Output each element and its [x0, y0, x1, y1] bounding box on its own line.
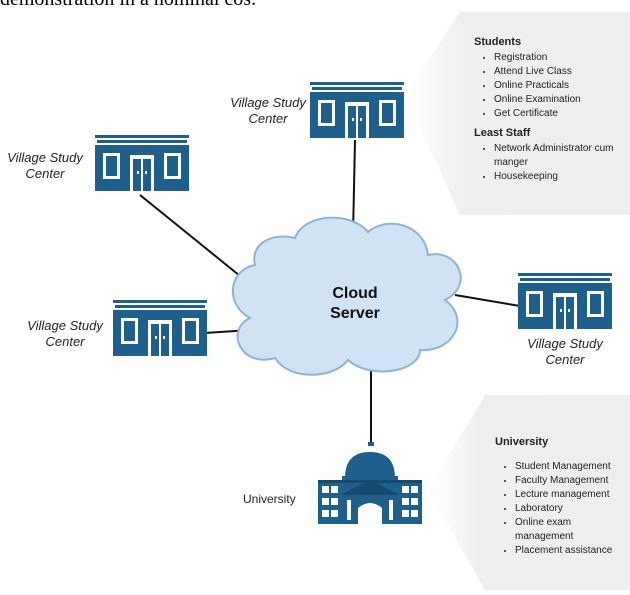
village-building-top-icon — [310, 82, 404, 138]
village-center-label-top: Village Study Center — [230, 95, 306, 126]
students-title: Students — [474, 36, 522, 48]
village-center-label-left-upper: Village Study Center — [7, 150, 83, 181]
university-list-item: Online exam management — [515, 516, 630, 544]
link-top — [352, 139, 356, 236]
university-list-item: Student Management — [515, 460, 630, 474]
cloud-shape — [232, 216, 462, 376]
university-list-item: Lecture management — [515, 488, 630, 502]
staff-list: Network Administrator cum mangerHousekee… — [474, 142, 624, 184]
university-building-icon — [318, 442, 422, 524]
staff-title: Least Staff — [474, 127, 531, 139]
university-panel-shape — [428, 395, 630, 590]
students-list: RegistrationAttend Live ClassOnline Prac… — [474, 51, 624, 121]
village-building-left-lower-icon — [113, 300, 207, 356]
link-left-upper — [139, 194, 246, 281]
village-center-label-left-lower: Village Study Center — [27, 318, 103, 349]
university-list-item: Placement assistance — [515, 544, 630, 558]
cloud-server-label: Cloud Server — [330, 285, 380, 322]
students-list-item: Online Examination — [494, 93, 624, 107]
staff-list-item: Network Administrator cum manger — [494, 142, 624, 170]
university-panel: University Student ManagementFaculty Man… — [495, 436, 630, 564]
students-list-item: Get Certificate — [494, 107, 624, 121]
village-building-left-upper-icon — [95, 135, 189, 191]
village-center-label-right: Village Study Center — [527, 336, 603, 367]
university-list-item: Laboratory — [515, 502, 630, 516]
students-panel: Students RegistrationAttend Live ClassOn… — [474, 36, 624, 190]
university-list-item: Faculty Management — [515, 474, 630, 488]
students-list-item: Online Practicals — [494, 79, 624, 93]
students-list-item: Registration — [494, 51, 624, 65]
university-label: University — [243, 492, 296, 506]
students-list-item: Attend Live Class — [494, 65, 624, 79]
staff-list-item: Housekeeping — [494, 170, 624, 184]
village-building-right-icon — [518, 273, 612, 329]
university-list: Student ManagementFaculty ManagementLect… — [495, 460, 630, 558]
university-panel-title: University — [495, 436, 549, 448]
link-right — [454, 294, 521, 307]
top-text-fragment: demonstration in a nominal cos. — [0, 0, 256, 11]
students-panel-shape — [405, 12, 630, 215]
